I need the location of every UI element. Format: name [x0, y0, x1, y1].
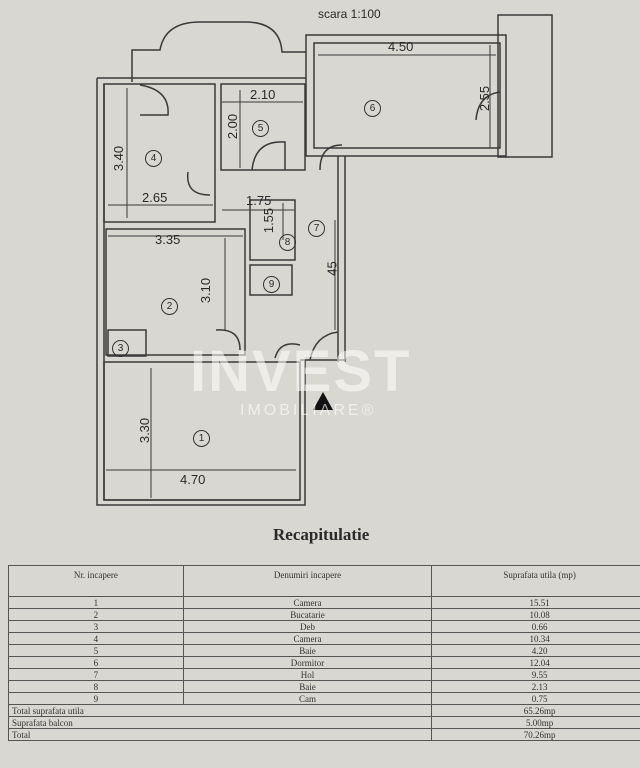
cell-nr: 7 [8, 668, 184, 681]
cell-area: 0.75 [431, 692, 640, 705]
room-number-6: 6 [364, 100, 381, 117]
room-9 [249, 264, 293, 296]
cell-name: Baie [182, 680, 433, 693]
room-4 [103, 83, 216, 223]
cell-area: 0.66 [431, 620, 640, 633]
watermark-brand: INVEST [190, 339, 412, 404]
cell-name: Baie [182, 644, 433, 657]
dim-2-00: 2.00 [225, 113, 241, 140]
cell-name: Camera [182, 632, 433, 645]
cell-name: Deb [182, 620, 433, 633]
cell-area: 9.55 [431, 668, 640, 681]
balcony-left [131, 21, 306, 82]
doors [139, 84, 501, 361]
dim-1-75: 1.75 [246, 193, 272, 208]
room-number-8: 8 [279, 234, 296, 251]
cell-name: Bucatarie [182, 608, 433, 621]
cell-area: 10.34 [431, 632, 640, 645]
room-number-3: 3 [112, 340, 129, 357]
dim-2-55: 2.55 [477, 85, 493, 112]
header-area: Suprafata utila (mp) [431, 565, 640, 597]
summary-table: Nr. incapere Denumiri incapere Suprafata… [7, 565, 640, 741]
cell-nr: 4 [8, 632, 184, 645]
room-2 [105, 228, 246, 356]
cell-nr: 9 [8, 692, 184, 705]
room-number-4: 4 [145, 150, 162, 167]
cell-area: 2.13 [431, 680, 640, 693]
cell-nr: 2 [8, 608, 184, 621]
room-6-inner [313, 42, 501, 149]
cell-nr: 5 [8, 644, 184, 657]
cell-area: 15.51 [431, 596, 640, 609]
total-value: 70.26mp [431, 728, 640, 741]
dim-45: 45 [324, 261, 340, 276]
room-number-1: 1 [193, 430, 210, 447]
cell-name: Camera [182, 596, 433, 609]
room-8 [249, 199, 296, 261]
cell-area: 10.08 [431, 608, 640, 621]
cell-area: 12.04 [431, 656, 640, 669]
total-label: Total [7, 728, 433, 741]
cell-nr: 6 [8, 656, 184, 669]
dim-4-70: 4.70 [180, 472, 206, 487]
header-name: Denumiri incapere [182, 565, 433, 597]
dim-3-35: 3.35 [155, 232, 181, 247]
dim-3-30: 3.30 [137, 417, 153, 444]
dim-1-55: 1.55 [261, 207, 277, 234]
total-value: 65.26mp [431, 704, 640, 717]
table-header: Nr. incapere Denumiri incapere Suprafata… [8, 565, 640, 597]
dim-3-40: 3.40 [111, 145, 127, 172]
room-number-5: 5 [252, 120, 269, 137]
cell-nr: 1 [8, 596, 184, 609]
cell-name: Hol [182, 668, 433, 681]
dim-2-10: 2.10 [250, 87, 276, 102]
cell-nr: 8 [8, 680, 184, 693]
north-arrow [313, 392, 333, 410]
watermark-sub: IMOBILIARE® [240, 402, 377, 419]
dim-2-65: 2.65 [142, 190, 168, 205]
room-1 [103, 361, 301, 501]
header-nr: Nr. incapere [8, 565, 184, 597]
total-label: Total suprafata utila [7, 704, 433, 717]
room-number-7: 7 [308, 220, 325, 237]
scale-label: scara 1:100 [318, 7, 381, 21]
cell-name: Dormitor [182, 656, 433, 669]
dim-4-50: 4.50 [388, 39, 414, 54]
cell-area: 4.20 [431, 644, 640, 657]
summary-title: Recapitulatie [273, 525, 370, 544]
floor-plan-drawing [96, 14, 553, 506]
cell-nr: 3 [8, 620, 184, 633]
room-number-2: 2 [161, 298, 178, 315]
room-5 [220, 83, 306, 171]
balcony-right [497, 14, 553, 158]
dim-3-10: 3.10 [198, 277, 214, 304]
room-3 [107, 329, 147, 357]
room-6-outer [305, 34, 507, 157]
dimension-lines [106, 45, 496, 498]
cell-name: Cam [182, 692, 433, 705]
room-number-9: 9 [263, 276, 280, 293]
total-label: Suprafata balcon [7, 716, 433, 729]
total-value: 5.00mp [431, 716, 640, 729]
hall-right-wall [300, 156, 346, 362]
